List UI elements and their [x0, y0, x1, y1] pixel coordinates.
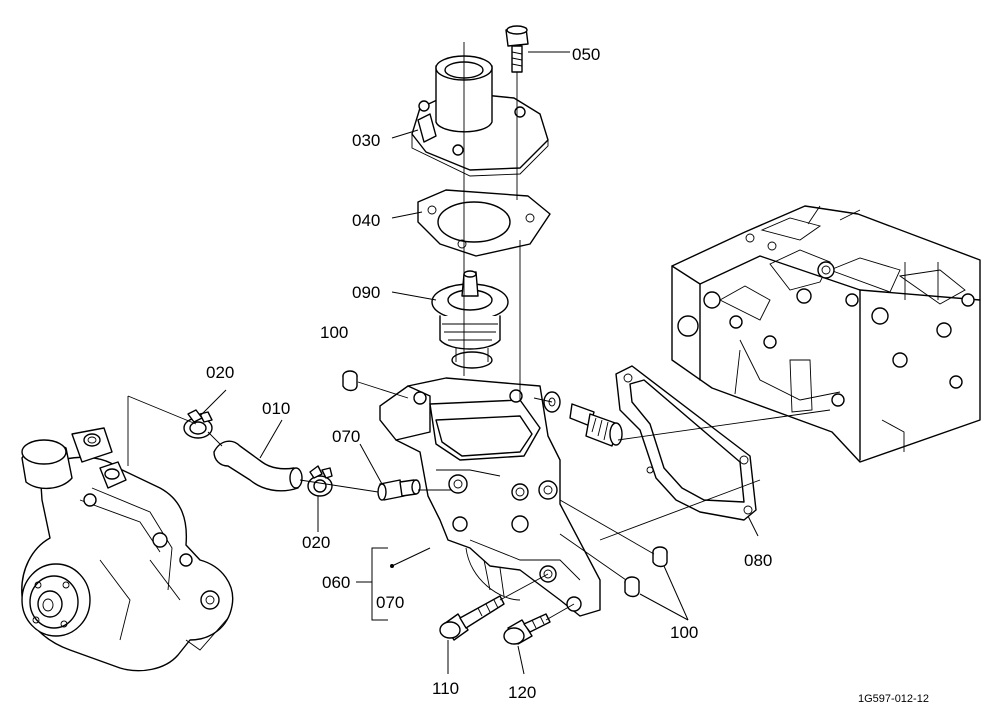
label-020-lower: 020 [302, 533, 330, 552]
label-020-upper: 020 [206, 363, 234, 382]
cylinder-head [671, 205, 981, 463]
label-080: 080 [744, 551, 772, 570]
clamp-020-lower [307, 465, 333, 497]
label-060: 060 [322, 573, 350, 592]
label-070-lower: 070 [376, 593, 404, 612]
assembly-center-lines [127, 42, 831, 621]
clamp-020-upper [183, 409, 213, 439]
water-pump [21, 427, 234, 672]
label-010: 010 [262, 399, 290, 418]
bolt-110 [439, 595, 505, 641]
label-090: 090 [352, 283, 380, 302]
hose-010 [213, 440, 303, 492]
label-050: 050 [572, 45, 600, 64]
label-100-lower: 100 [670, 623, 698, 642]
label-120: 120 [508, 683, 536, 702]
plug-100-upper [342, 370, 358, 392]
thermostat-cover-030 [411, 55, 549, 177]
leader-lines [199, 51, 759, 675]
label-110: 110 [432, 679, 459, 698]
bracket-060 [356, 547, 431, 621]
thermostat-090 [431, 270, 509, 369]
label-100-upper: 100 [320, 323, 348, 342]
plug-100-lower [624, 546, 668, 598]
bolt-120 [503, 613, 551, 645]
thermostat-housing [379, 377, 601, 617]
diagram-reference-code: 1G597-012-12 [858, 693, 929, 705]
bolt-050 [505, 25, 529, 73]
temperature-sensor [543, 391, 623, 447]
gasket-040 [417, 189, 551, 257]
gasket-080 [615, 365, 757, 521]
label-030: 030 [352, 131, 380, 150]
label-040: 040 [352, 211, 380, 230]
nipple-070 [377, 479, 421, 501]
label-070-upper: 070 [332, 427, 360, 446]
